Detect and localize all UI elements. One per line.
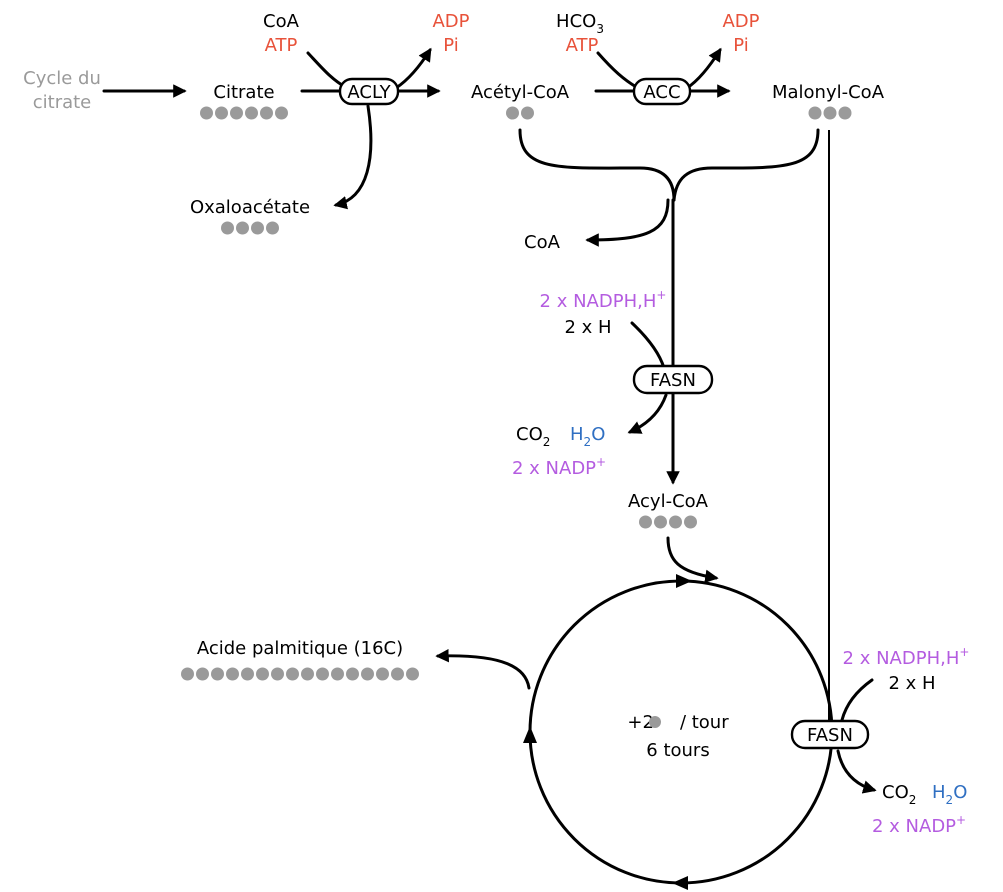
carbon-dot [346, 667, 359, 681]
nadph-label-2: 2 x NADPH,H+ [843, 645, 970, 669]
carbon-dot [241, 667, 254, 681]
carbon-dot [301, 667, 314, 681]
carbon-dot [211, 667, 224, 681]
per-turn-label: +2/ tour [627, 712, 729, 733]
svg-text:ACLY: ACLY [347, 82, 391, 103]
carbon-dot [838, 106, 852, 120]
cycle-du-citrate-label: Cycle du [23, 68, 101, 89]
atp-input-label-2: ATP [566, 35, 599, 56]
adp-output-label-2: ADP [722, 11, 759, 32]
svg-text:FASN: FASN [807, 725, 853, 746]
palmitic-acid-label: Acide palmitique (16C) [197, 638, 403, 659]
citrate-carbon-dots [200, 106, 288, 120]
cycle-du-citrate-label-2: citrate [33, 92, 92, 113]
acetyl-coa-carbon-dots [506, 106, 534, 120]
nadph-to-fasn-2-curve [840, 678, 874, 722]
cycle-arrowhead-left [523, 726, 537, 743]
acc-to-adp-curve [685, 47, 722, 90]
h2o-label-2: H2O [932, 782, 967, 807]
carbon-dot [669, 515, 682, 529]
nadp-label-1: 2 x NADP+ [512, 455, 606, 479]
carbon-dot [196, 667, 209, 681]
carbon-dot [808, 106, 822, 120]
carbon-dot [200, 106, 213, 120]
carbon-dot [391, 667, 404, 681]
malonyl-coa-carbon-dots [808, 106, 852, 120]
acly-to-oxaloacetate-curve [333, 104, 373, 210]
acyl-coa-label: Acyl-CoA [628, 491, 709, 512]
carbon-dot [521, 106, 534, 120]
carbon-dot [260, 106, 273, 120]
coa-input-label: CoA [263, 11, 300, 32]
hco3-input-label: HCO3 [556, 11, 604, 36]
svg-text:FASN: FASN [650, 370, 696, 391]
carbon-dot [236, 221, 249, 235]
carbon-dot [639, 515, 652, 529]
pi-output-label-2: Pi [733, 35, 748, 56]
acc-enzyme: ACC [632, 77, 692, 106]
carbon-dot [316, 667, 329, 681]
co2-label-1: CO2 [516, 424, 550, 449]
carbon-dot [654, 515, 667, 529]
acyl-coa-to-cycle-curve [666, 536, 719, 583]
carbon-dot [684, 515, 697, 529]
acly-to-adp-curve [394, 47, 432, 90]
carbon-dot [271, 667, 284, 681]
oxaloacetate-label: Oxaloacétate [190, 197, 310, 218]
acly-enzyme: ACLY [338, 77, 400, 106]
citrate-label: Citrate [213, 82, 274, 103]
malonyl-coa-label: Malonyl-CoA [772, 82, 885, 103]
carbon-dot [406, 667, 419, 681]
carbon-dot [215, 106, 228, 120]
oxaloacetate-carbon-dots [221, 221, 279, 235]
fasn-enzyme-2: FASN [790, 719, 870, 750]
acyl-coa-carbon-dots [639, 515, 697, 529]
nadph-to-fasn-1-curve [630, 321, 666, 370]
carbon-dot [256, 667, 269, 681]
carbon-dot [251, 221, 264, 235]
carbon-dot [266, 221, 279, 235]
carbon-dot [226, 667, 239, 681]
fasn-1-to-co2-curve [627, 393, 668, 434]
per-turn-carbon-dot [649, 716, 661, 728]
h2o-label-1: H2O [570, 424, 605, 449]
co2-label-2: CO2 [882, 782, 916, 807]
carbon-dot [275, 106, 288, 120]
cycle-arrowhead-bottom [672, 876, 688, 890]
coa-output-label: CoA [524, 232, 561, 253]
merge-to-coa-curve [585, 198, 670, 247]
atp-to-acc-curve [596, 51, 640, 90]
carbon-dot [181, 667, 194, 681]
atp-input-label-1: ATP [265, 35, 298, 56]
two-h-label-1: 2 x H [564, 317, 611, 338]
cycle-arrowhead-top [676, 574, 692, 588]
carbon-dot [823, 106, 837, 120]
nadph-label-1: 2 x NADPH,H+ [540, 288, 667, 312]
carbon-dot [376, 667, 389, 681]
palmitic-acid-carbon-dots [181, 667, 419, 681]
carbon-dot [331, 667, 344, 681]
two-h-label-2: 2 x H [888, 673, 935, 694]
atp-to-acly-curve [306, 51, 349, 90]
adp-output-label-1: ADP [432, 11, 469, 32]
carbon-dot [506, 106, 519, 120]
fasn-2-to-co2-curve [836, 749, 877, 794]
carbon-dot [221, 221, 234, 235]
carbon-dot [245, 106, 258, 120]
fasn-enzyme-1: FASN [632, 364, 714, 395]
svg-text:ACC: ACC [643, 82, 680, 103]
cycle-to-palmitic-curve [435, 648, 531, 690]
pi-output-label-1: Pi [443, 35, 458, 56]
turns-label: 6 tours [646, 740, 709, 761]
acetyl-to-merge-curve [518, 128, 676, 202]
nadp-label-2: 2 x NADP+ [872, 813, 966, 837]
carbon-dot [361, 667, 374, 681]
malonyl-to-merge-curve [672, 128, 820, 202]
acetyl-coa-label: Acétyl-CoA [471, 82, 570, 103]
carbon-dot [230, 106, 243, 120]
carbon-dot [286, 667, 299, 681]
